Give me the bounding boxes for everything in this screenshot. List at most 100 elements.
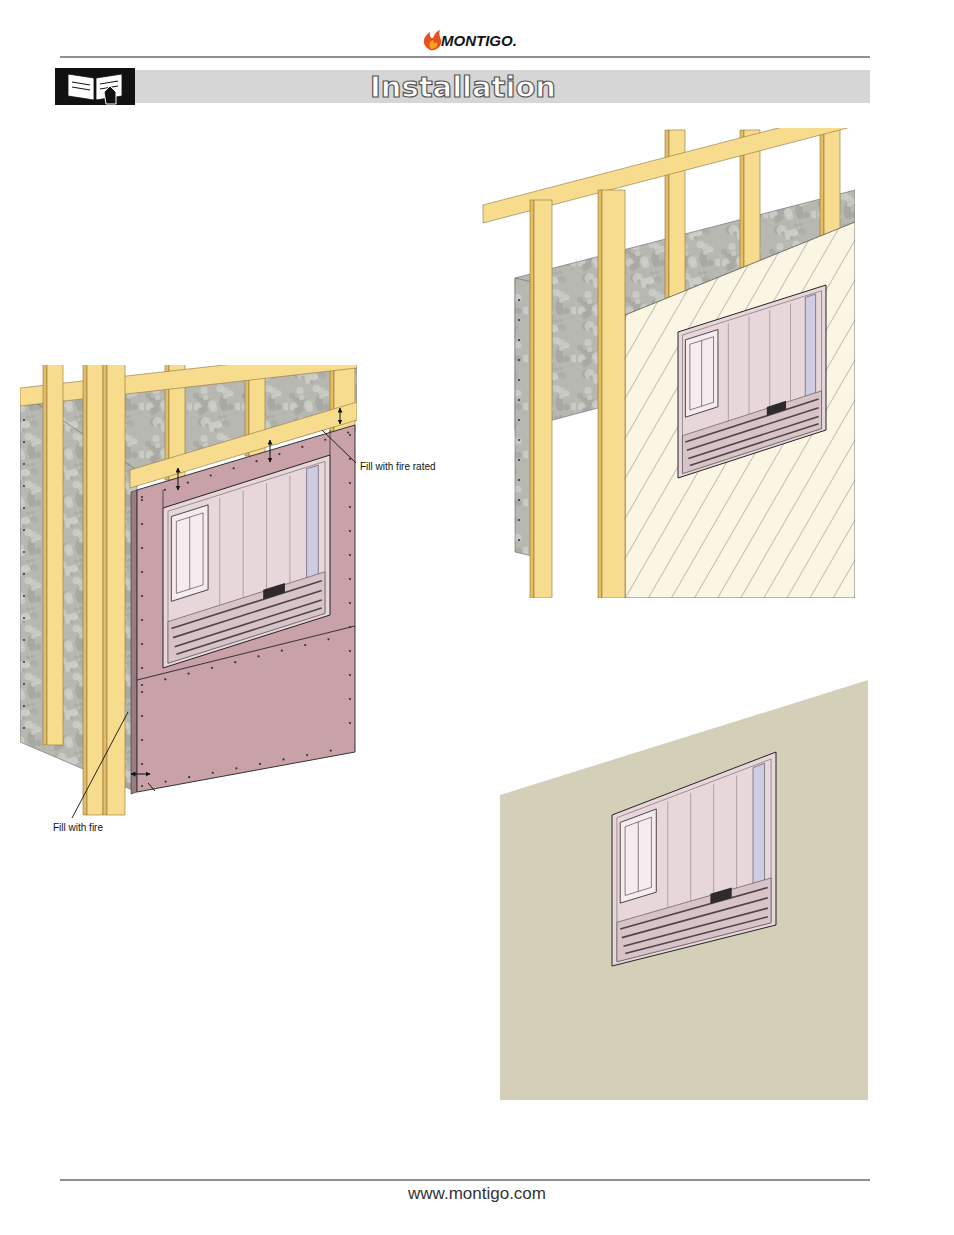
panel-line xyxy=(713,784,714,894)
callout-note: Fill with fire xyxy=(53,822,103,834)
logo-flame xyxy=(424,30,441,50)
firebox-interior xyxy=(678,285,826,478)
window-sash xyxy=(176,513,203,593)
stud-face xyxy=(47,365,63,745)
board-edge xyxy=(131,490,137,794)
burner xyxy=(263,583,285,599)
log-line xyxy=(622,898,768,938)
callout-note: Fill with fire rated xyxy=(360,461,436,473)
hand xyxy=(104,86,116,104)
screw-row xyxy=(518,300,520,545)
panel-line xyxy=(790,304,791,401)
panel-line xyxy=(289,476,290,583)
footer-url: www.montigo.com xyxy=(408,1184,546,1204)
window xyxy=(171,505,208,601)
opening xyxy=(163,455,330,668)
opening xyxy=(612,752,776,966)
framing-with-wall-panel xyxy=(483,128,855,598)
header-rule xyxy=(60,56,870,57)
dimension-arrow xyxy=(178,468,179,490)
stud-side xyxy=(598,190,602,598)
stud-face xyxy=(87,365,103,815)
inner-frame xyxy=(617,759,771,962)
panel-line xyxy=(243,491,244,598)
screw-row xyxy=(23,420,25,735)
log-line xyxy=(173,590,322,637)
window-mullion xyxy=(638,822,639,892)
cement-board xyxy=(137,425,355,792)
window-mullion xyxy=(189,517,190,589)
wall-panel xyxy=(625,222,855,598)
stud-face xyxy=(534,200,552,598)
manual-icon xyxy=(68,74,122,104)
flame xyxy=(424,30,441,50)
panel-line xyxy=(769,310,770,407)
hearth-floor xyxy=(617,878,771,962)
window-mullion xyxy=(701,341,702,407)
book-line xyxy=(72,87,90,90)
screw-row xyxy=(142,432,350,497)
flame-core xyxy=(430,40,438,49)
wall-surface xyxy=(500,680,868,1100)
screw-row xyxy=(349,435,351,745)
log-line xyxy=(685,399,818,442)
board-seam xyxy=(137,626,355,680)
burner xyxy=(767,401,786,416)
annotations xyxy=(72,408,356,818)
screw-row xyxy=(142,634,350,685)
log-line xyxy=(688,416,818,458)
side-strip xyxy=(307,465,319,584)
log-line xyxy=(687,408,819,451)
panel-line xyxy=(690,793,691,901)
firebox-interior xyxy=(612,752,776,966)
leader-line xyxy=(72,712,128,818)
side-strip xyxy=(805,294,815,402)
dimension-tick xyxy=(148,783,155,791)
board-seam xyxy=(330,430,331,455)
dimension-arrow xyxy=(270,440,271,462)
window xyxy=(685,330,718,418)
board-seam xyxy=(163,490,164,508)
log-line xyxy=(176,608,321,654)
log-line xyxy=(690,424,819,466)
inner-frame xyxy=(682,291,821,474)
firebox-side xyxy=(515,278,532,556)
screw-row xyxy=(141,500,143,785)
framing-with-cement-board xyxy=(20,365,357,815)
panel-line xyxy=(749,317,750,414)
finished-wall xyxy=(500,680,868,1100)
panel-line xyxy=(266,483,267,590)
footer-rule xyxy=(60,1179,870,1180)
panel-line xyxy=(667,802,668,908)
opening xyxy=(678,285,826,478)
log-line xyxy=(625,917,768,954)
stud-side xyxy=(103,365,107,815)
window-sash xyxy=(690,337,714,410)
stud-side xyxy=(43,365,47,745)
stud-side xyxy=(530,200,534,598)
window-sash xyxy=(625,817,651,895)
book-page xyxy=(68,74,94,100)
burner xyxy=(710,888,731,904)
dimension-arrow xyxy=(131,774,150,775)
manual-icon-ground xyxy=(55,68,135,105)
book-line xyxy=(100,81,118,84)
stud-side xyxy=(83,365,87,815)
logo-text: MONTIGO. xyxy=(441,32,517,49)
stud-face xyxy=(602,190,625,598)
screw-row xyxy=(142,747,350,786)
log-line xyxy=(623,908,767,946)
panel-line xyxy=(219,498,220,605)
dimension-arrow xyxy=(340,408,341,424)
panel-line xyxy=(736,776,737,888)
leader-line xyxy=(322,430,356,463)
panel-line xyxy=(728,323,729,421)
book-line xyxy=(72,82,90,85)
section-title: Installation xyxy=(370,71,556,104)
window xyxy=(620,809,656,903)
inner-frame xyxy=(168,461,325,663)
hearth-floor xyxy=(682,391,821,474)
top-plate xyxy=(20,365,357,406)
